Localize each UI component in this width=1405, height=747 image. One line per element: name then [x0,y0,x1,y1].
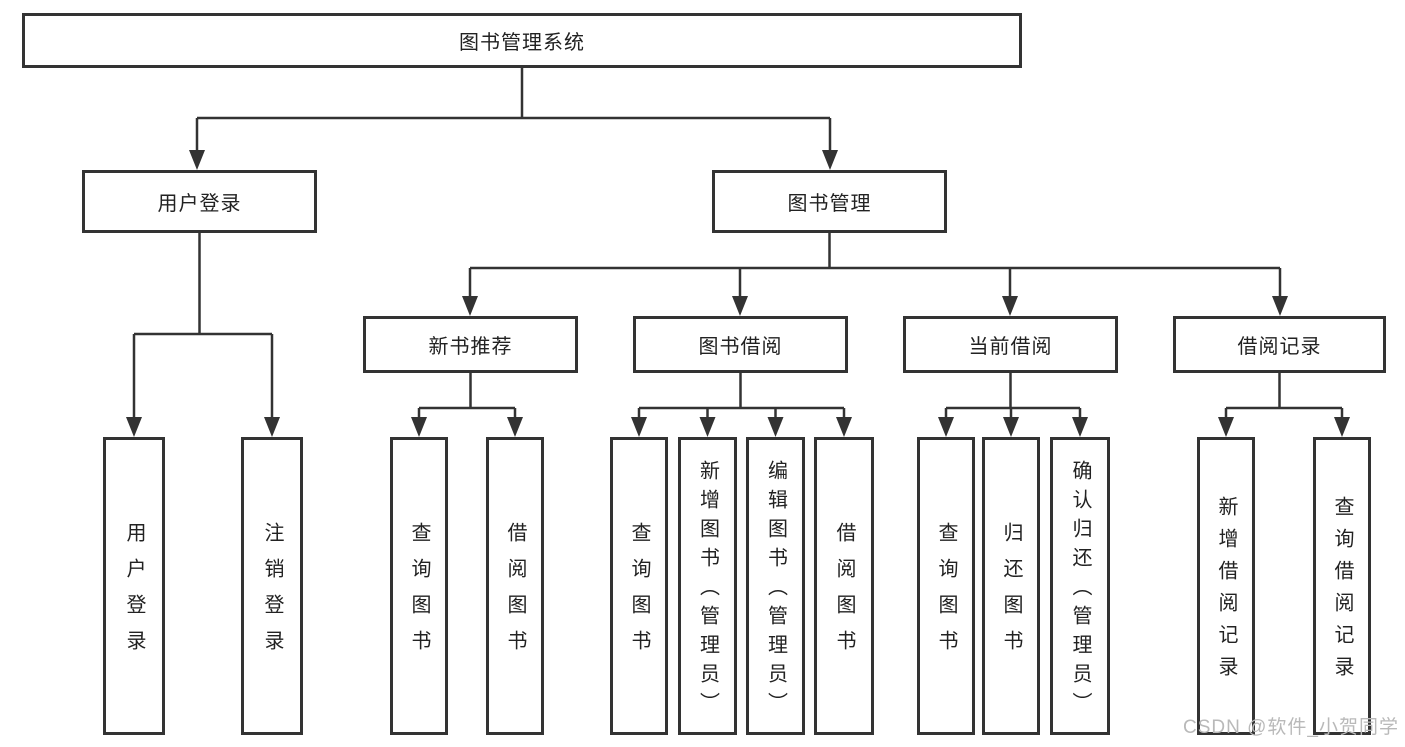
node-current-borrow-label: 当前借阅 [968,336,1053,358]
leaf-query-borrow-record: 查询借阅记录 [1313,437,1371,735]
leaf-current-query-book-label: 查询图书 [935,522,957,666]
leaf-logout: 注销登录 [241,437,303,735]
node-new-book-recommend: 新书推荐 [363,316,578,373]
node-root-label: 图书管理系统 [459,32,585,54]
leaf-borrow-query-book-label: 查询图书 [628,522,650,666]
leaf-edit-book-admin: 编辑图书（管理员） [746,437,805,735]
node-book-management-label: 图书管理 [787,193,872,215]
node-user-login-label: 用户登录 [157,193,242,215]
leaf-user-login-label: 用户登录 [123,522,145,666]
leaf-return-book-label: 归还图书 [1000,522,1022,666]
leaf-borrow-book: 借阅图书 [814,437,874,735]
node-book-borrow: 图书借阅 [633,316,848,373]
leaf-user-login: 用户登录 [103,437,165,735]
leaf-current-query-book: 查询图书 [917,437,975,735]
leaf-add-book-admin-label: 新增图书（管理员） [696,460,719,721]
node-root: 图书管理系统 [22,13,1022,68]
node-borrow-record-label: 借阅记录 [1237,336,1322,358]
leaf-borrow-query-book: 查询图书 [610,437,668,735]
leaf-add-book-admin: 新增图书（管理员） [678,437,737,735]
node-book-management: 图书管理 [712,170,947,233]
node-new-book-recommend-label: 新书推荐 [428,336,513,358]
leaf-return-book: 归还图书 [982,437,1040,735]
node-user-login: 用户登录 [82,170,317,233]
leaf-confirm-return-admin-label: 确认归还（管理员） [1069,460,1091,721]
leaf-add-borrow-record-label: 新增借阅记录 [1215,496,1237,688]
leaf-logout-label: 注销登录 [261,522,283,666]
leaf-recommend-query-book: 查询图书 [390,437,448,735]
leaf-recommend-borrow-book-label: 借阅图书 [504,522,526,666]
leaf-edit-book-admin-label: 编辑图书（管理员） [764,460,787,721]
node-borrow-record: 借阅记录 [1173,316,1386,373]
leaf-add-borrow-record: 新增借阅记录 [1197,437,1255,735]
node-current-borrow: 当前借阅 [903,316,1118,373]
leaf-confirm-return-admin: 确认归还（管理员） [1050,437,1110,735]
csdn-watermark: CSDN @软件_小贺同学 [1183,717,1399,738]
leaf-query-borrow-record-label: 查询借阅记录 [1331,496,1353,688]
leaf-recommend-query-book-label: 查询图书 [408,522,430,666]
leaf-borrow-book-label: 借阅图书 [833,522,855,666]
leaf-recommend-borrow-book: 借阅图书 [486,437,544,735]
node-book-borrow-label: 图书借阅 [698,336,783,358]
